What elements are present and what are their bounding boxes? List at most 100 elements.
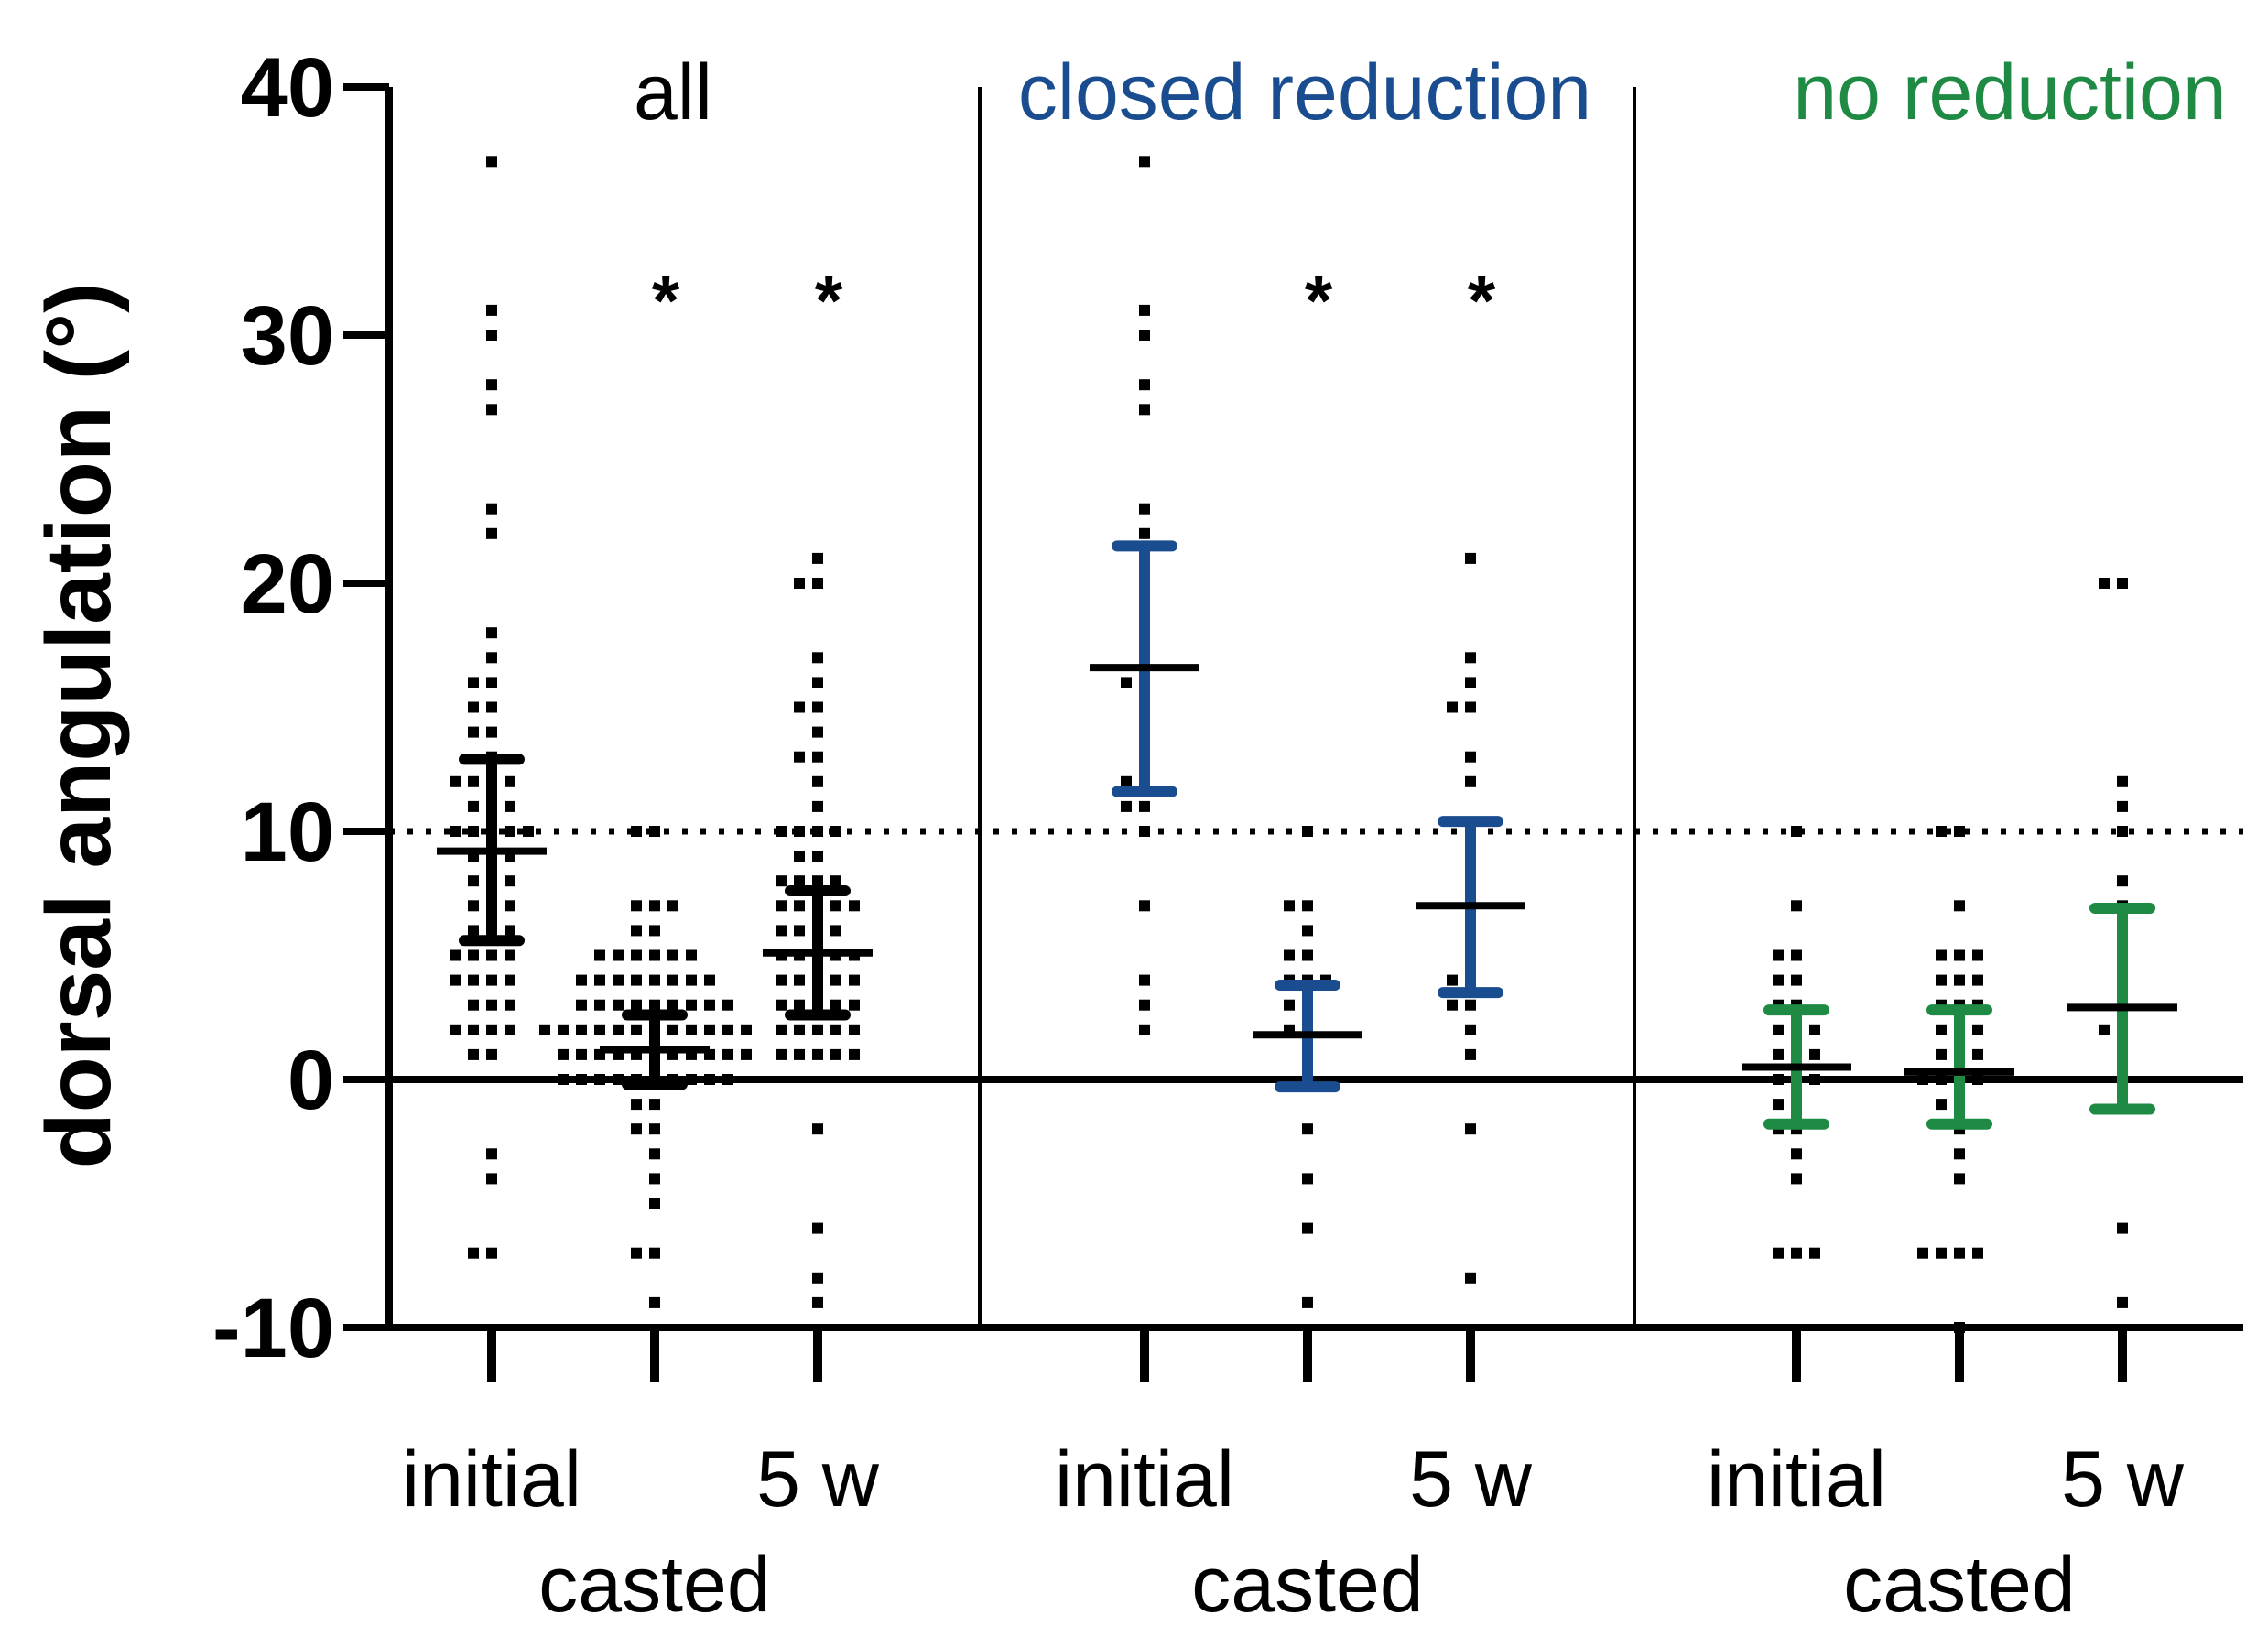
data-point xyxy=(776,1024,787,1035)
data-point xyxy=(649,826,660,837)
data-point xyxy=(1465,751,1476,763)
data-point xyxy=(1465,775,1476,787)
x-tick-label: initial xyxy=(1055,1436,1234,1523)
data-point xyxy=(649,974,660,986)
data-point xyxy=(486,1173,497,1185)
data-point xyxy=(2117,1296,2128,1308)
data-point xyxy=(1936,1099,1947,1111)
data-point xyxy=(1773,974,1784,986)
data-point xyxy=(1302,925,1313,937)
data-point xyxy=(505,974,515,986)
data-point xyxy=(468,800,479,812)
data-point xyxy=(2117,775,2128,787)
data-point xyxy=(631,999,642,1011)
data-point xyxy=(686,1074,697,1085)
data-point xyxy=(468,900,479,912)
data-point xyxy=(1302,1123,1313,1135)
data-point xyxy=(1302,900,1313,912)
data-point xyxy=(468,1247,479,1259)
data-point xyxy=(1972,949,1983,961)
data-point xyxy=(1139,800,1150,812)
y-axis-label: dorsal angulation (°) xyxy=(27,283,130,1169)
data-point xyxy=(1791,1148,1802,1160)
data-point xyxy=(812,851,823,862)
data-point xyxy=(1936,1048,1947,1060)
data-point xyxy=(649,1099,660,1111)
data-point xyxy=(505,875,515,887)
data-point xyxy=(849,1048,860,1060)
data-point xyxy=(776,875,787,887)
data-point xyxy=(486,527,497,539)
data-point xyxy=(649,1296,660,1308)
data-point xyxy=(1121,800,1132,812)
data-point xyxy=(1936,1074,1947,1085)
data-point xyxy=(505,800,515,812)
data-point xyxy=(450,775,461,787)
x-tick-label: casted xyxy=(538,1541,770,1629)
data-point xyxy=(1284,949,1295,961)
data-point xyxy=(486,974,497,986)
x-tick-label: initial xyxy=(1707,1436,1886,1523)
data-point xyxy=(468,1024,479,1035)
data-point xyxy=(722,1048,733,1060)
data-point xyxy=(486,1024,497,1035)
data-point xyxy=(1465,1272,1476,1284)
data-point xyxy=(812,826,823,837)
data-point xyxy=(468,999,479,1011)
data-point xyxy=(1121,775,1132,787)
data-point xyxy=(631,1099,642,1111)
data-point xyxy=(812,677,823,688)
data-point xyxy=(1465,701,1476,713)
data-point xyxy=(830,900,841,912)
data-point xyxy=(830,925,841,937)
data-point xyxy=(505,900,515,912)
data-point xyxy=(1917,1074,1928,1085)
data-point xyxy=(631,974,642,986)
data-point xyxy=(1302,1222,1313,1234)
data-point xyxy=(1139,156,1150,168)
data-point xyxy=(486,304,497,316)
data-point xyxy=(1465,552,1476,564)
data-point xyxy=(776,1048,787,1060)
data-point xyxy=(812,751,823,763)
data-point xyxy=(1139,900,1150,912)
data-point xyxy=(649,1173,660,1185)
data-point xyxy=(1465,652,1476,664)
data-point xyxy=(1972,1024,1983,1035)
y-tick-label: 30 xyxy=(241,289,334,383)
data-point xyxy=(1936,974,1947,986)
data-point xyxy=(468,1048,479,1060)
data-point xyxy=(812,552,823,564)
data-point xyxy=(704,1024,715,1035)
data-point xyxy=(486,949,497,961)
data-point xyxy=(1809,1048,1820,1060)
data-point xyxy=(1954,1247,1965,1259)
data-point xyxy=(667,1024,678,1035)
data-point xyxy=(649,925,660,937)
data-point xyxy=(1139,826,1150,837)
data-point xyxy=(849,1024,860,1035)
data-point xyxy=(486,701,497,713)
panel-title: closed reduction xyxy=(1018,49,1591,136)
data-point xyxy=(776,999,787,1011)
data-point xyxy=(1139,304,1150,316)
data-point xyxy=(722,1024,733,1035)
data-point xyxy=(631,949,642,961)
data-point xyxy=(505,1024,515,1035)
data-point xyxy=(1139,527,1150,539)
data-point xyxy=(450,974,461,986)
data-point xyxy=(468,826,479,837)
data-point xyxy=(468,775,479,787)
data-point xyxy=(704,1074,715,1085)
data-point xyxy=(1121,677,1132,688)
data-point xyxy=(1791,974,1802,986)
data-point xyxy=(631,1123,642,1135)
data-point xyxy=(794,999,805,1011)
data-point xyxy=(486,1247,497,1259)
data-point xyxy=(468,677,479,688)
data-point xyxy=(486,999,497,1011)
data-point xyxy=(450,826,461,837)
data-point xyxy=(558,1024,569,1035)
data-point xyxy=(830,974,841,986)
data-point xyxy=(2099,578,2110,589)
